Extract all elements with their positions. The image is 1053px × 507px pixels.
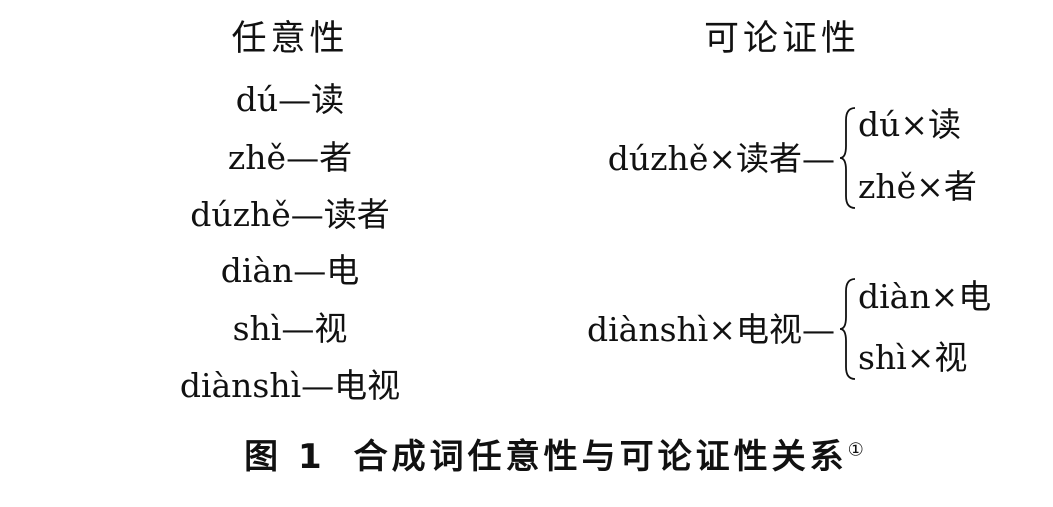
brace-dianshi: [839, 278, 856, 380]
arbitrary-row-shi: shì—视: [232, 309, 348, 348]
figure-title: 合成词任意性与可论证性关系: [353, 437, 848, 477]
arbitrary-row-duzhe: dúzhě—读者: [190, 195, 390, 234]
arbitrariness-header: 任意性: [231, 19, 349, 59]
figure-label: 图 1: [244, 437, 326, 477]
arbitrary-row-dian: diàn—电: [220, 251, 360, 290]
motivated-part-dian: diàn×电: [858, 277, 992, 316]
footnote-marker: ①: [847, 439, 868, 461]
figure-caption: 图 1 合成词任意性与可论证性关系①: [244, 440, 868, 474]
brace-duzhe: [839, 107, 856, 209]
arbitrary-row-dianshi: diànshì—电视: [179, 366, 401, 405]
arbitrary-row-du: dú—读: [235, 80, 345, 119]
motivated-compound-dianshi: diànshì×电视—: [587, 310, 835, 349]
motivation-header: 可论证性: [703, 19, 861, 59]
motivated-part-du: dú×读: [858, 105, 962, 144]
arbitrary-row-zhe: zhě—者: [227, 138, 353, 177]
motivated-part-shi: shì×视: [858, 338, 968, 377]
motivated-compound-duzhe: dúzhě×读者—: [607, 139, 835, 178]
motivated-part-zhe: zhě×者: [858, 167, 977, 206]
